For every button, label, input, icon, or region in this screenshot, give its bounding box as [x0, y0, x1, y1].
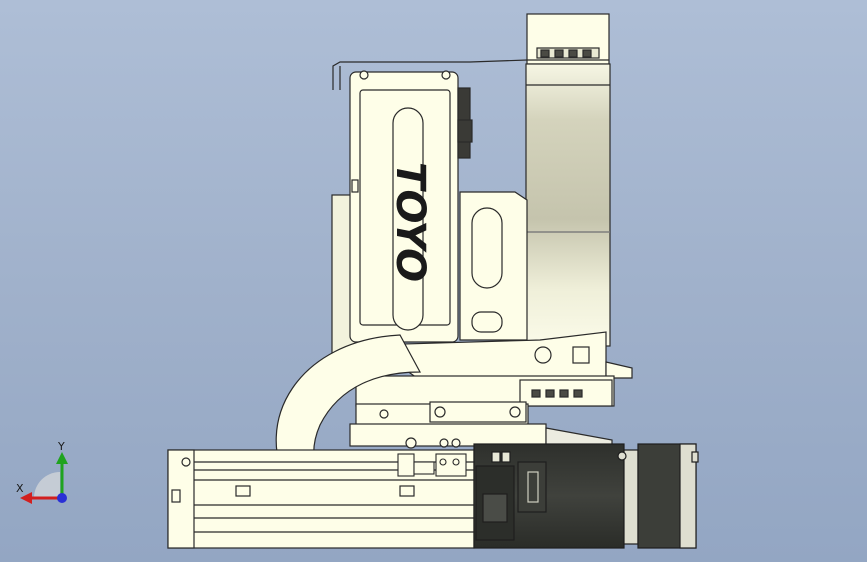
carriage-block	[349, 375, 615, 449]
motor-housing	[331, 70, 473, 356]
brand-text: TOYO	[387, 162, 433, 282]
drive-pulley	[525, 63, 611, 347]
z-axis-dot	[57, 493, 67, 503]
cable-wire	[332, 59, 609, 90]
top-bracket	[526, 13, 610, 65]
side-plate	[459, 191, 528, 341]
coordinate-triad: Y X	[12, 440, 82, 510]
y-axis-label: Y	[58, 440, 65, 453]
servo-motor	[473, 443, 699, 549]
slider-fittings	[397, 453, 467, 477]
arm-assembly	[368, 331, 633, 381]
brand-logo: TOYO	[387, 162, 433, 282]
triad-graphic	[20, 452, 68, 504]
x-axis-label: X	[16, 482, 24, 495]
